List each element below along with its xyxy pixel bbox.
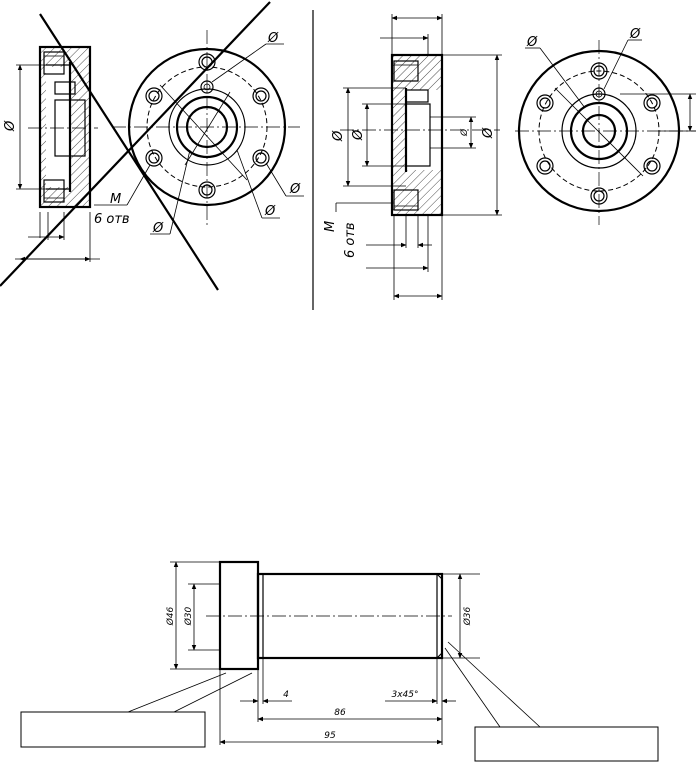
dia-label-right-1: Ø [289,182,301,197]
holes-label-left: 6 отв [94,212,130,227]
dia-label-right-left: Ø [526,35,538,50]
dia-label-section-outer: Ø [481,127,496,139]
dia-label-section-inner: Ø [331,130,346,142]
holes-label-right: 6 отв [343,222,358,258]
dim-left-outer: Ø46 [165,606,176,626]
answer-box-right[interactable] [474,726,659,762]
thread-label-right: M [323,221,338,232]
dia-label-top: Ø [267,31,279,46]
answer-box-left[interactable] [20,711,206,748]
flange-front-right: Ø Ø [515,27,696,225]
dia-label-left: Ø [3,120,18,132]
cross-out-lines [0,1,271,291]
shaft-drawing: Ø46 Ø30 Ø36 4 3x45° 86 95 [127,560,541,745]
flange-front-left: Ø Ø Ø M 6 отв Ø [94,30,304,236]
dia-label-bottom: Ø [152,221,164,236]
dim-chamfer: 3x45° [391,690,418,700]
dia-label-section-mid: Ø [351,129,366,141]
dim-left-inner: Ø30 [183,606,194,626]
dia-label-section-bore: Ø [459,128,470,137]
thread-label-left: M [110,192,121,207]
dim-length-86: 86 [334,708,346,718]
dim-right-dia: Ø36 [462,606,473,626]
dim-step: 4 [283,690,289,700]
dim-length-95: 95 [324,731,336,741]
dia-label-right-top: Ø [629,27,641,42]
dia-label-right-2: Ø [264,204,276,219]
flange-section-left: Ø [3,45,100,262]
flange-section-right: Ø Ø Ø Ø M 6 отв [323,14,502,300]
